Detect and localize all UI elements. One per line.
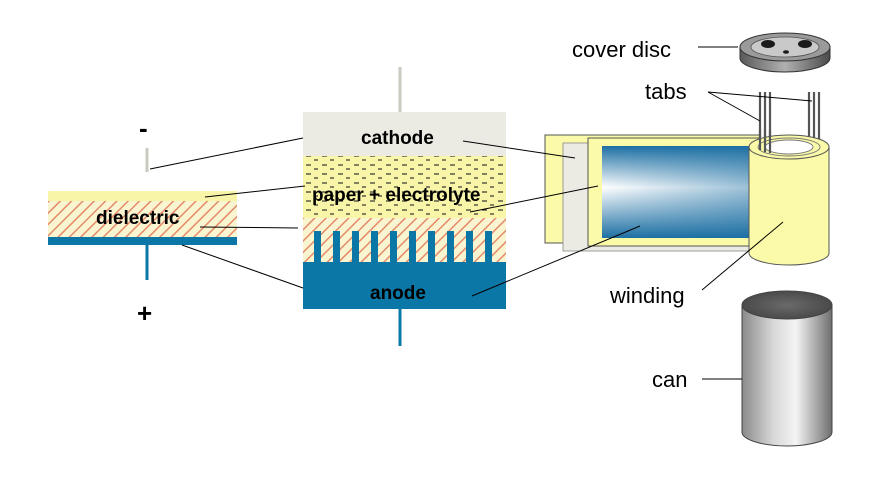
winding-label: winding	[609, 283, 685, 308]
cover-terminal-left	[761, 40, 775, 48]
simple-capacitor: - + dielectric	[48, 113, 237, 328]
winding-assembly	[544, 32, 833, 447]
plus-symbol: +	[137, 298, 152, 328]
anode-foil-shade	[602, 146, 757, 238]
tabs-front	[758, 130, 772, 153]
cover-vent	[783, 50, 789, 54]
cover-disc	[739, 32, 831, 73]
winding-roll-ring1	[757, 137, 821, 157]
cathode-label: cathode	[361, 128, 434, 149]
electrolyte-layer	[48, 191, 237, 201]
cross-section: cathode paper + electrolyte anode	[303, 67, 506, 346]
dielectric-label: dielectric	[96, 208, 180, 229]
tabs-label: tabs	[645, 79, 687, 104]
anode-block	[303, 262, 506, 309]
can-label: can	[652, 367, 687, 392]
anode-label: anode	[370, 283, 426, 304]
dielectric-layer	[48, 201, 237, 237]
paper-electrolyte-label: paper + electrolyte	[312, 185, 480, 206]
winding-roll-ring2	[764, 139, 814, 155]
anode-layer	[48, 237, 237, 245]
anode-teeth	[314, 231, 492, 262]
cover-terminal-right	[798, 40, 812, 48]
leader-lines	[149, 46, 813, 380]
winding-roll	[748, 146, 830, 266]
cathode-block	[303, 112, 506, 156]
cover-disc-label: cover disc	[572, 37, 671, 62]
minus-symbol: -	[139, 113, 148, 143]
can	[741, 290, 833, 447]
electrolyte-block	[303, 156, 506, 218]
